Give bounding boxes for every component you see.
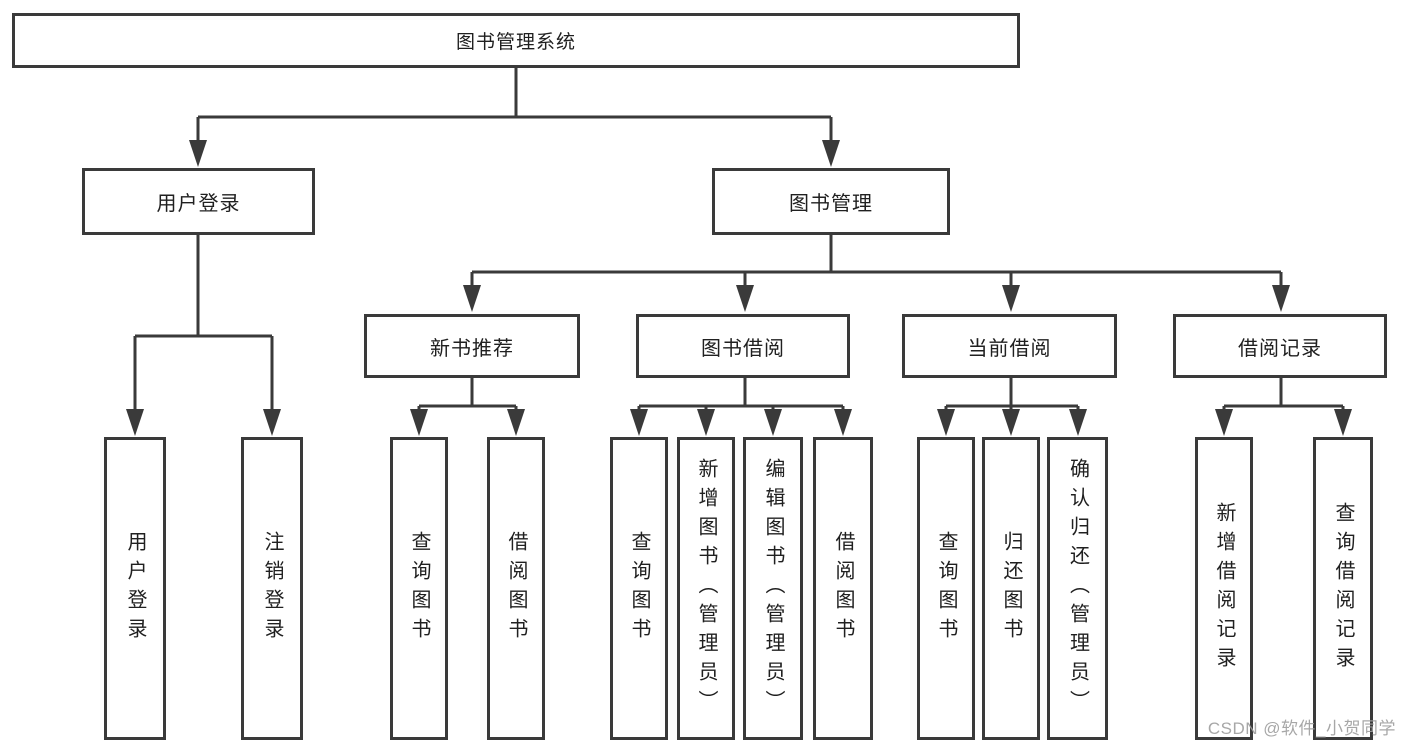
node-label: 确认归还（管理员） bbox=[1066, 458, 1089, 719]
leaf-borrow-edit-books: 编辑图书（管理员） bbox=[743, 437, 803, 740]
leaf-current-return-books: 归还图书 bbox=[982, 437, 1040, 740]
node-label: 新增图书（管理员） bbox=[695, 458, 717, 719]
leaf-borrow-borrow-books: 借阅图书 bbox=[813, 437, 873, 740]
node-label: 查询图书 bbox=[408, 530, 430, 647]
leaf-records-query-record: 查询借阅记录 bbox=[1313, 437, 1373, 740]
leaf-recommend-borrow-books: 借阅图书 bbox=[487, 437, 545, 740]
node-label: 借阅图书 bbox=[832, 530, 854, 647]
node-borrowing-records: 借阅记录 bbox=[1173, 314, 1387, 378]
leaf-records-add-record: 新增借阅记录 bbox=[1195, 437, 1253, 740]
node-label: 当前借阅 bbox=[967, 337, 1052, 360]
node-label: 新增借阅记录 bbox=[1213, 501, 1235, 676]
node-book-borrowing: 图书借阅 bbox=[636, 314, 850, 378]
leaf-borrow-add-books: 新增图书（管理员） bbox=[677, 437, 735, 740]
node-label: 查询借阅记录 bbox=[1332, 501, 1354, 676]
leaf-logout: 注销登录 bbox=[241, 437, 303, 740]
node-label: 借阅图书 bbox=[505, 530, 527, 647]
node-label: 图书管理系统 bbox=[455, 32, 576, 53]
arrowheads bbox=[126, 140, 1352, 436]
node-label: 借阅记录 bbox=[1238, 337, 1322, 360]
node-label: 用户登录 bbox=[124, 530, 146, 647]
leaf-recommend-query-books: 查询图书 bbox=[390, 437, 448, 740]
node-label: 归还图书 bbox=[1000, 530, 1022, 647]
csdn-watermark: CSDN @软件_小贺同学 bbox=[1207, 719, 1396, 738]
node-label: 查询图书 bbox=[935, 530, 957, 647]
node-label: 图书借阅 bbox=[701, 337, 785, 360]
node-label: 查询图书 bbox=[628, 530, 650, 647]
node-root-system: 图书管理系统 bbox=[12, 13, 1020, 68]
node-label: 新书推荐 bbox=[430, 337, 514, 360]
node-new-book-recommend: 新书推荐 bbox=[364, 314, 580, 378]
leaf-current-confirm-return: 确认归还（管理员） bbox=[1047, 437, 1108, 740]
node-label: 用户登录 bbox=[156, 193, 241, 215]
node-user-login: 用户登录 bbox=[82, 168, 315, 235]
leaf-borrow-query-books: 查询图书 bbox=[610, 437, 668, 740]
leaf-user-login: 用户登录 bbox=[104, 437, 166, 740]
node-book-management: 图书管理 bbox=[712, 168, 950, 235]
node-label: 编辑图书（管理员） bbox=[762, 458, 784, 719]
node-label: 图书管理 bbox=[789, 193, 873, 215]
node-label: 注销登录 bbox=[261, 530, 283, 647]
node-current-borrowing: 当前借阅 bbox=[902, 314, 1117, 378]
leaf-current-query-books: 查询图书 bbox=[917, 437, 975, 740]
